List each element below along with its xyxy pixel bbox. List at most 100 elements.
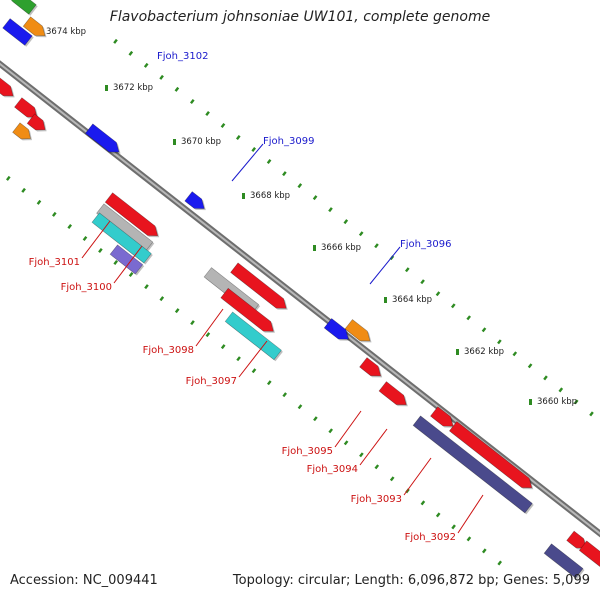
inner-tick-dot: [282, 392, 288, 398]
gene-label-leader: [359, 428, 388, 466]
outer-tick-dot: [143, 62, 149, 68]
outer-tick-dot: [527, 363, 533, 369]
outer-tick-dot: [481, 327, 487, 333]
gene-feature: [104, 192, 159, 237]
gene-feature: [96, 203, 154, 252]
outer-tick-dot: [113, 38, 118, 44]
outer-tick-dot: [450, 303, 456, 309]
inner-tick-dot: [159, 296, 165, 302]
gene-feature: [109, 244, 144, 275]
inner-tick-dot: [205, 332, 211, 338]
outer-tick-dot: [128, 50, 134, 56]
inner-tick-dot: [36, 199, 42, 205]
accession: Accession: NC_009441: [10, 573, 158, 588]
gene-label: Fjoh_3096: [400, 239, 451, 250]
outer-tick-dot: [558, 387, 564, 393]
gene-label: Fjoh_3100: [61, 282, 112, 293]
inner-tick-dot: [435, 512, 441, 518]
scale-label: 3664 kbp: [392, 295, 432, 305]
outer-tick-dot: [404, 267, 410, 273]
gene-feature: [2, 18, 33, 46]
gene-feature: [323, 318, 349, 340]
inner-tick-dot: [374, 464, 380, 470]
scale-tick: [529, 399, 532, 405]
outer-tick-dot: [189, 99, 195, 104]
inner-tick-dot: [359, 452, 364, 458]
gene-label-leader: [334, 410, 362, 448]
outer-tick-dot: [589, 411, 594, 417]
gene-feature: [12, 122, 31, 140]
scale-label: 3668 kbp: [250, 191, 290, 201]
inner-tick-dot: [113, 260, 119, 265]
gene-label: Fjoh_3094: [307, 464, 358, 475]
inner-tick-dot: [328, 428, 334, 434]
outer-tick-dot: [466, 315, 472, 321]
outer-tick-dot: [251, 147, 257, 152]
gene-feature: [0, 77, 14, 97]
gene-feature: [26, 113, 46, 131]
scale-tick: [173, 139, 176, 145]
scale-tick: [456, 349, 459, 355]
scale-label: 3662 kbp: [464, 347, 504, 357]
gene-label: Fjoh_3093: [351, 494, 402, 505]
outer-tick-dot: [328, 207, 333, 213]
outer-tick-dot: [358, 231, 364, 237]
outer-tick-dot: [374, 243, 379, 249]
gene-feature: [430, 406, 454, 427]
gene-feature: [220, 287, 274, 332]
gene-feature: [359, 357, 382, 377]
gene-label-leader: [195, 308, 224, 347]
gene-feature: [184, 191, 205, 209]
gene-feature: [448, 421, 533, 489]
inner-tick-dot: [67, 224, 73, 229]
gene-label: Fjoh_3098: [143, 345, 194, 356]
gene-feature: [543, 543, 584, 579]
scale-tick: [105, 85, 108, 91]
gene-label-leader: [403, 457, 432, 496]
gene-feature: [14, 97, 38, 118]
outer-tick-dot: [297, 183, 303, 189]
topology-summary: Topology: circular; Length: 6,096,872 bp…: [232, 573, 590, 588]
inner-tick-dot: [21, 187, 26, 193]
scale-label: 3660 kbp: [537, 397, 577, 407]
inner-tick-dot: [389, 476, 395, 482]
scale-tick: [384, 297, 387, 303]
inner-tick-dot: [313, 416, 318, 422]
scale-label: 3674 kbp: [46, 27, 86, 37]
gene-label-leader: [457, 494, 484, 534]
gene-label: Fjoh_3092: [405, 532, 456, 543]
outer-tick-dot: [497, 339, 502, 345]
gene-label-leader: [369, 246, 401, 285]
inner-tick-dot: [251, 368, 257, 374]
inner-tick-dot: [297, 404, 303, 410]
inner-tick-dot: [128, 272, 134, 277]
gene-label: Fjoh_3097: [186, 376, 237, 387]
inner-tick-dot: [451, 524, 456, 530]
gene-feature: [84, 123, 120, 153]
outer-tick-dot: [220, 123, 226, 128]
outer-tick-dot: [543, 375, 548, 381]
outer-tick-dot: [512, 351, 518, 357]
gene-label: Fjoh_3095: [282, 446, 333, 457]
outer-tick-dot: [435, 291, 441, 297]
outer-tick-dot: [159, 74, 164, 80]
inner-tick-dot: [266, 380, 272, 386]
inner-tick-dot: [220, 344, 226, 350]
inner-tick-dot: [466, 536, 472, 542]
gene-label-leader: [231, 143, 264, 182]
gene-label-leader: [238, 340, 268, 378]
outer-tick-dot: [174, 86, 180, 92]
gene-label-leader: [113, 245, 143, 284]
outer-tick-dot: [343, 219, 349, 225]
inner-tick-dot: [343, 440, 349, 446]
inner-tick-dot: [82, 236, 88, 241]
outer-tick-dot: [573, 399, 579, 405]
gene-feature: [578, 540, 600, 567]
inner-tick-dot: [5, 175, 11, 181]
accession-label: Accession:: [10, 573, 79, 588]
gene-feature: [378, 381, 407, 406]
gene-feature: [412, 415, 533, 514]
inner-tick-dot: [144, 284, 149, 290]
